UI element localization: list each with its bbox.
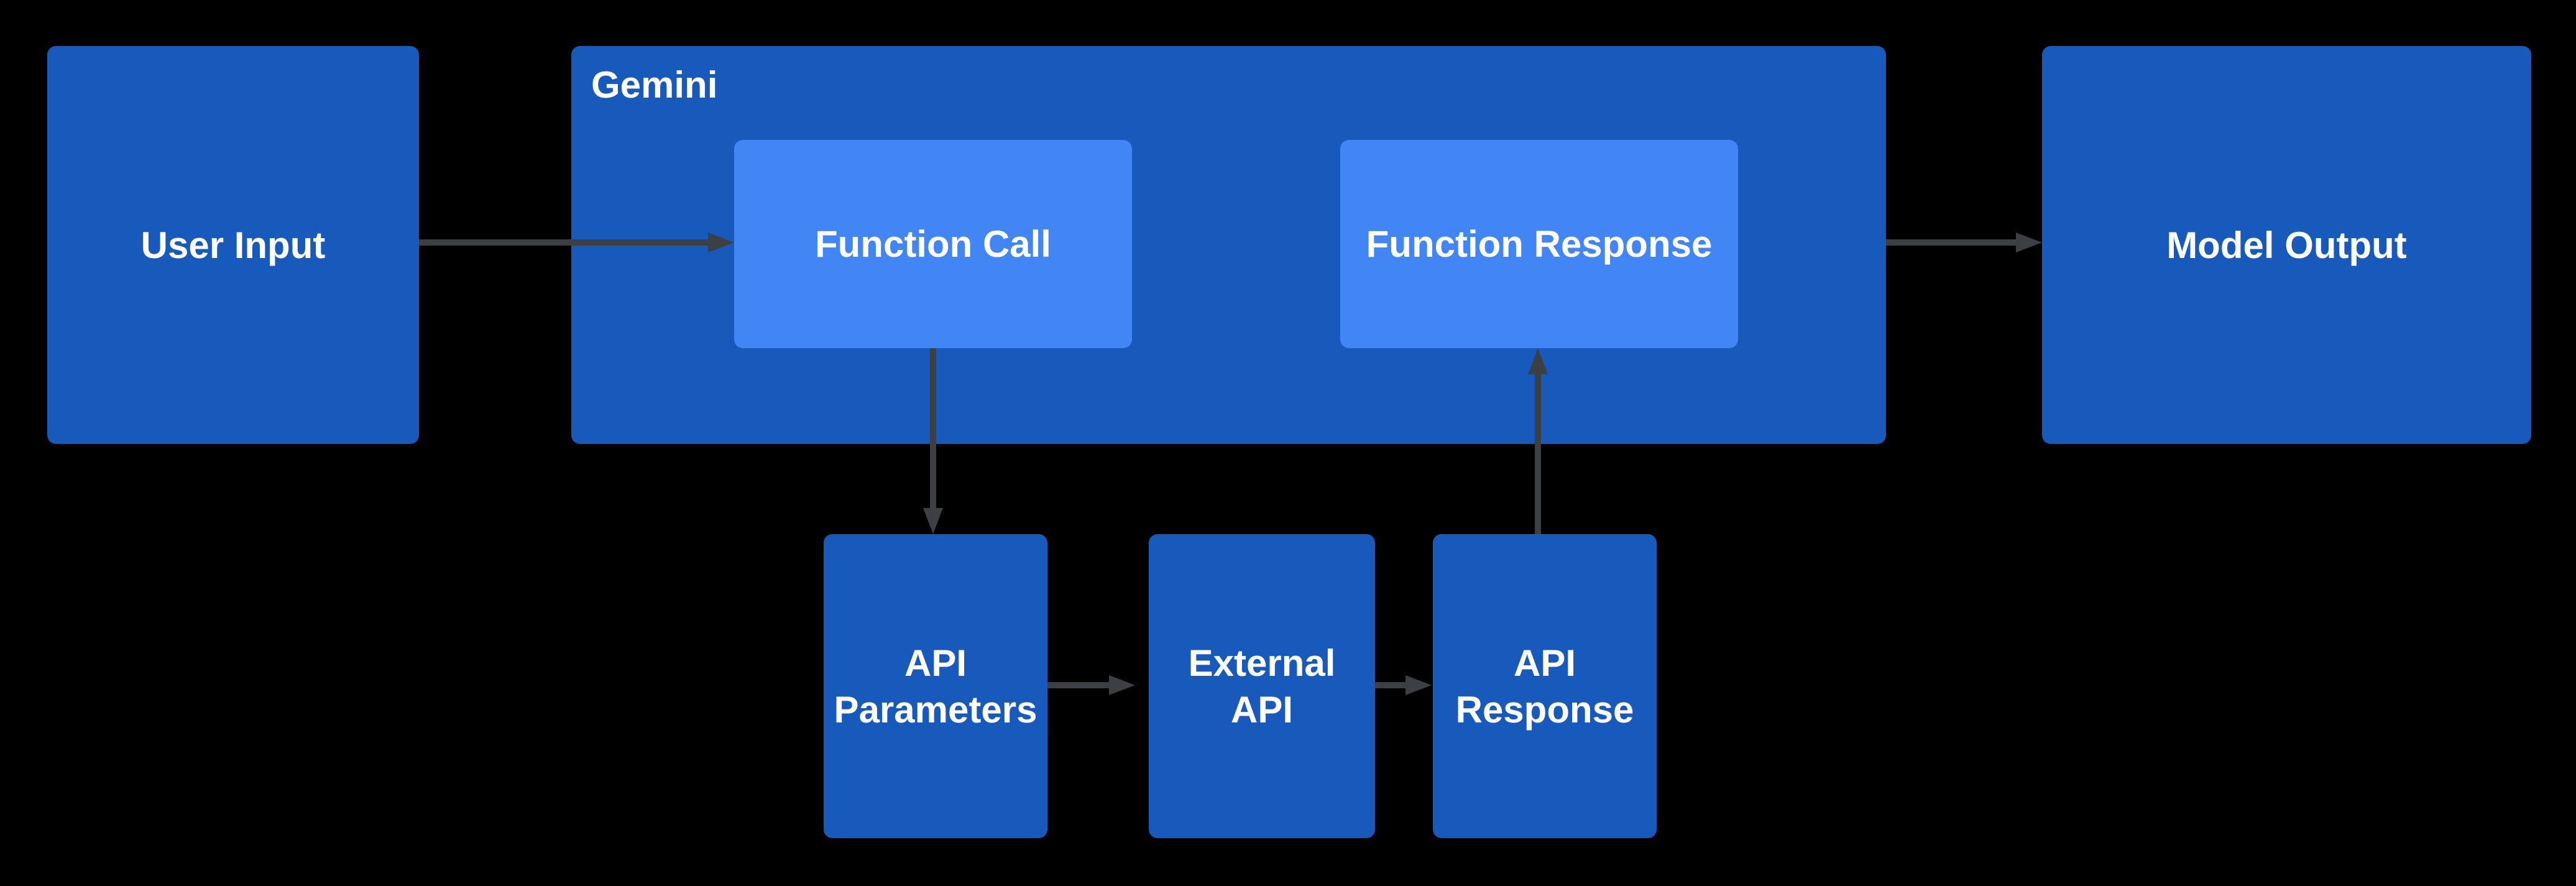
- node-external-api-label: External API: [1188, 642, 1336, 731]
- node-api-response: API Response: [1433, 534, 1657, 838]
- node-model-output-label: Model Output: [2166, 224, 2407, 266]
- arrow-api-parameters-to-external-api: [1047, 675, 1135, 695]
- node-api-parameters-label: API Parameters: [834, 642, 1037, 731]
- node-function-response: Function Response: [1340, 140, 1738, 348]
- node-external-api: External API: [1149, 534, 1375, 838]
- arrow-gemini-to-model-output: [1886, 233, 2042, 252]
- node-api-response-label: API Response: [1455, 642, 1634, 731]
- arrow-external-api-to-api-response: [1375, 675, 1432, 695]
- node-function-call: Function Call: [734, 140, 1132, 348]
- node-model-output: Model Output: [2042, 46, 2531, 444]
- node-function-response-label: Function Response: [1366, 223, 1713, 265]
- node-api-parameters: API Parameters: [824, 534, 1047, 838]
- node-function-call-label: Function Call: [815, 223, 1051, 265]
- node-user-input-label: User Input: [140, 224, 326, 266]
- node-user-input: User Input: [47, 46, 419, 444]
- gemini-container-label: Gemini: [591, 64, 718, 106]
